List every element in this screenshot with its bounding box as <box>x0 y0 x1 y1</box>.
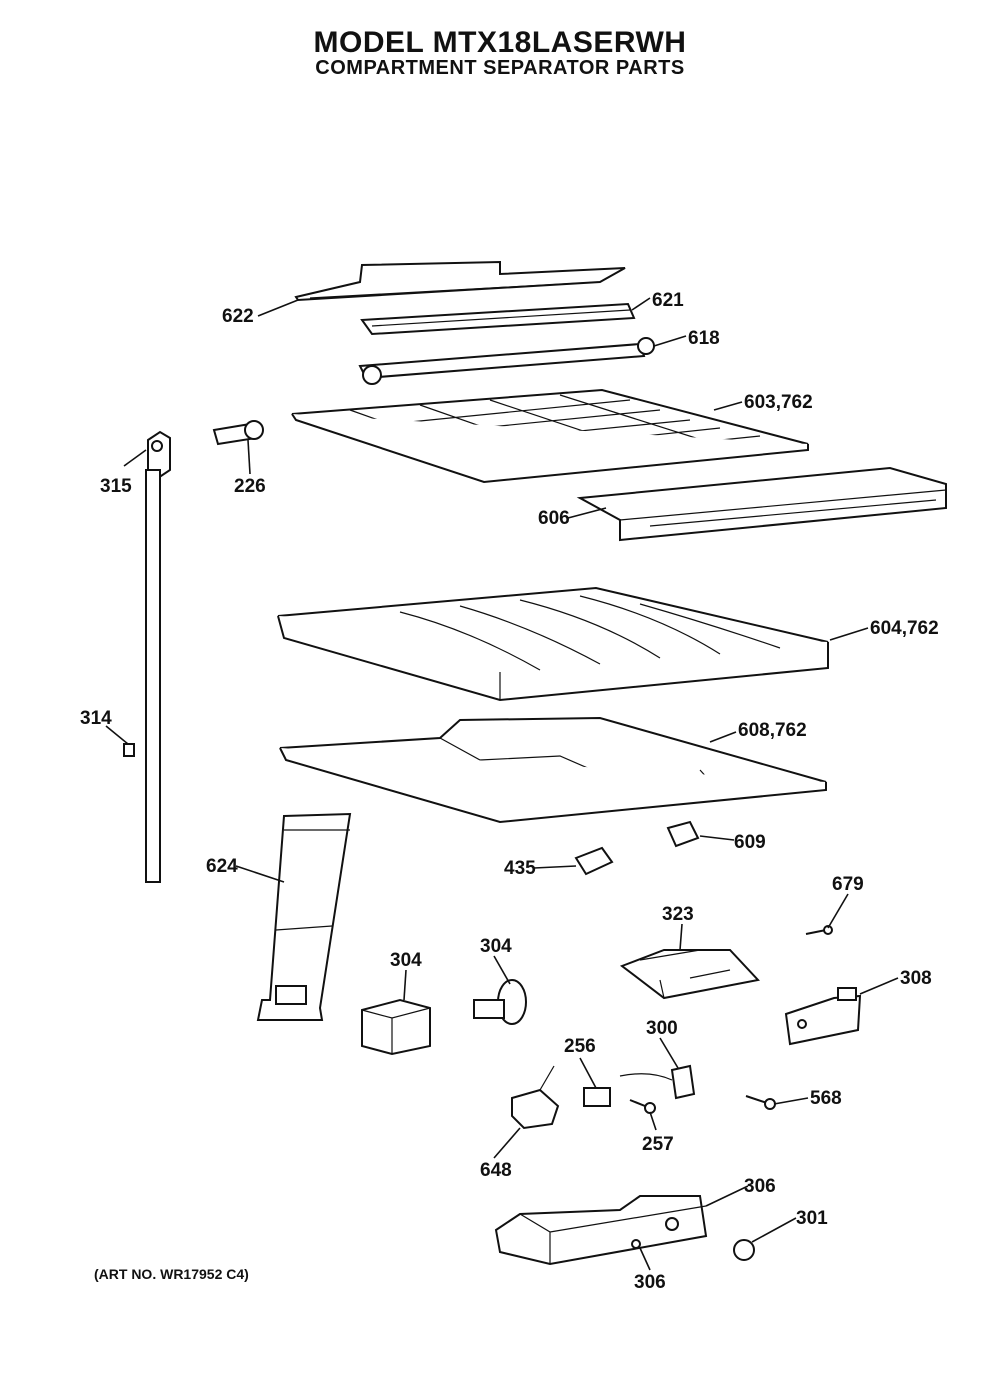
leader-315 <box>123 449 147 467</box>
part-301-cap <box>733 1239 755 1261</box>
model-title: MODEL MTX18LASERWH <box>313 26 687 59</box>
callout-308: 308 <box>900 968 932 989</box>
callout-256: 256 <box>564 1036 596 1057</box>
part-256-switch <box>583 1087 611 1107</box>
leader-609 <box>699 835 735 841</box>
part-306-housing <box>494 1195 708 1266</box>
leader-306b <box>639 1247 651 1271</box>
part-300-thermostat <box>619 1064 696 1100</box>
part-648-damper <box>511 1065 560 1130</box>
leader-568 <box>773 1097 809 1105</box>
callout-257: 257 <box>642 1134 674 1155</box>
part-609-clip <box>666 820 700 848</box>
leader-323 <box>679 923 683 951</box>
leader-606 <box>567 507 607 519</box>
callout-603: 603,762 <box>744 392 813 413</box>
part-679-screw <box>805 925 833 935</box>
leader-618 <box>653 335 687 347</box>
callout-621: 621 <box>652 290 684 311</box>
art-number: (ART NO. WR17952 C4) <box>94 1266 249 1282</box>
callout-679: 679 <box>832 874 864 895</box>
leader-608 <box>709 731 737 743</box>
callout-648: 648 <box>480 1160 512 1181</box>
callout-306-housing: 306 <box>744 1176 776 1197</box>
leader-306a <box>705 1185 749 1207</box>
callout-435: 435 <box>504 858 536 879</box>
callout-606: 606 <box>538 508 570 529</box>
callout-604: 604,762 <box>870 618 939 639</box>
callout-568: 568 <box>810 1088 842 1109</box>
callout-304-knob: 304 <box>480 936 512 957</box>
part-606-trim <box>576 466 947 542</box>
leader-226 <box>247 439 251 475</box>
part-622-cover <box>294 260 626 302</box>
part-435-clip <box>574 846 614 876</box>
callout-306-hole: 306 <box>634 1272 666 1293</box>
callout-301: 301 <box>796 1208 828 1229</box>
part-308-bracket <box>784 987 862 1046</box>
part-603-shelf <box>291 388 809 484</box>
leader-256 <box>579 1057 597 1089</box>
callout-323: 323 <box>662 904 694 925</box>
part-621-rail <box>360 302 636 336</box>
leader-300 <box>659 1037 679 1069</box>
callout-609: 609 <box>734 832 766 853</box>
callout-618: 618 <box>688 328 720 349</box>
leader-679 <box>827 893 849 929</box>
leader-304b <box>493 955 511 985</box>
leader-257 <box>649 1111 657 1131</box>
part-304-knob <box>473 979 527 1025</box>
part-314-screw <box>123 743 135 757</box>
diagram-subtitle: COMPARTMENT SEPARATOR PARTS <box>315 57 685 79</box>
leader-648 <box>493 1127 521 1159</box>
part-323-control-housing <box>619 949 760 1000</box>
part-226-pin <box>212 420 264 446</box>
part-608-pan <box>279 716 827 824</box>
callout-314: 314 <box>80 708 112 729</box>
callout-226: 226 <box>234 476 266 497</box>
callout-624: 624 <box>206 856 238 877</box>
callout-304-block: 304 <box>390 950 422 971</box>
callout-622: 622 <box>222 306 254 327</box>
leader-308 <box>859 977 899 995</box>
part-304-block <box>361 998 431 1056</box>
part-618-rod <box>358 337 655 385</box>
callout-300: 300 <box>646 1018 678 1039</box>
leader-314 <box>105 725 129 745</box>
part-257-screw <box>629 1099 656 1114</box>
leader-624 <box>235 865 285 883</box>
part-568-screw <box>745 1095 776 1110</box>
leader-603 <box>713 401 743 411</box>
leader-435 <box>533 865 577 869</box>
leader-304a <box>403 969 407 1001</box>
leader-301 <box>751 1217 797 1243</box>
callout-315: 315 <box>100 476 132 497</box>
part-604-divider <box>277 586 829 702</box>
part-315-hinge <box>145 430 171 883</box>
callout-608: 608,762 <box>738 720 807 741</box>
leader-604 <box>829 627 869 641</box>
part-624-duct <box>256 812 352 1021</box>
leader-622 <box>257 299 299 317</box>
leader-621 <box>631 297 651 311</box>
